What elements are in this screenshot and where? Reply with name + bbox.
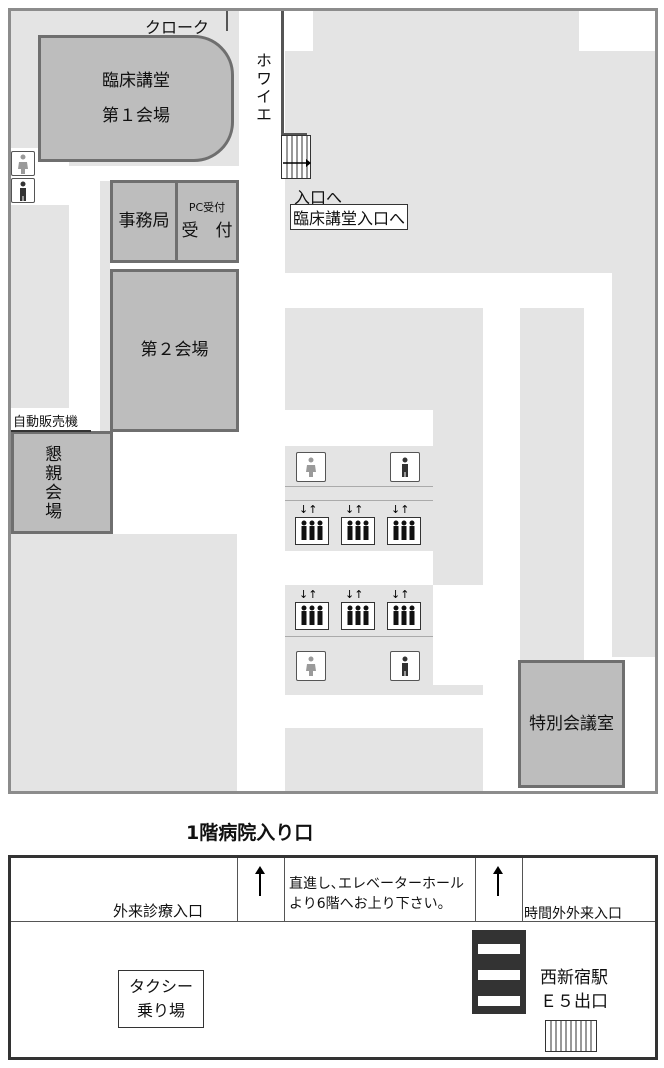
hall1-label: 臨床講堂: [102, 71, 170, 92]
central-block-lower: [285, 685, 483, 695]
special-meeting-room: 特別会議室: [518, 660, 625, 788]
elevator-icon: ↓↑: [341, 587, 375, 631]
lounge-label: 懇親会場: [41, 444, 62, 521]
station-exit-label: 西新宿駅 Ｅ５出口: [540, 966, 608, 1014]
outpatient-entrance-label: 外来診療入口: [113, 902, 204, 920]
floor1-title: 1階病院入り口: [186, 822, 314, 844]
wall: [281, 133, 307, 135]
hall1-sublabel: 第１会場: [102, 105, 170, 126]
divider: [522, 858, 523, 921]
restroom-female-icon: [296, 651, 326, 681]
elevator-icon: ↓↑: [295, 587, 329, 631]
special-room-label: 特別会議室: [529, 713, 614, 734]
lounge-room: 懇親会場: [11, 431, 113, 534]
wall: [281, 11, 284, 135]
left-column: [100, 181, 110, 531]
up-arrow-icon: [490, 866, 506, 900]
elevator-icon: ↓↑: [387, 587, 421, 631]
stairs-icon: [281, 135, 311, 179]
to-entrance-label: 入口へ: [294, 188, 343, 207]
central-block-top: [285, 308, 483, 410]
pc-reception-label: PC受付: [188, 201, 226, 215]
svg-text:↓↑: ↓↑: [345, 588, 363, 601]
elevator-icon: ↓↑: [341, 502, 375, 546]
stairs-icon: [545, 1020, 597, 1052]
right-upper-block: [285, 51, 612, 273]
restroom-female-icon: [296, 452, 326, 482]
taxi-label-line1: タクシー: [128, 977, 193, 996]
taxi-stand: タクシー 乗り場: [118, 970, 204, 1028]
central-block-right: [433, 410, 483, 585]
svg-text:↓↑: ↓↑: [391, 503, 409, 516]
office-label: 事務局: [118, 211, 170, 232]
station-label-line2: Ｅ５出口: [540, 992, 608, 1012]
vending-label: 自動販売機: [13, 415, 79, 430]
restroom-female-icon: [11, 151, 35, 176]
svg-text:↓↑: ↓↑: [345, 503, 363, 516]
right-column: [520, 308, 584, 660]
reception-room: PC受付 受 付: [175, 180, 239, 263]
hall-divider: [285, 500, 433, 501]
station-label-line1: 西新宿駅: [540, 968, 608, 988]
after-hours-entrance-label: 時間外外来入口: [524, 906, 622, 922]
lower-left-area: [11, 534, 237, 791]
svg-text:↓↑: ↓↑: [391, 588, 409, 601]
to-lecture-entrance-label: 臨床講堂入口へ: [290, 204, 409, 230]
hall2-label: 第２会場: [140, 340, 209, 361]
vending-area: 自動販売機: [11, 408, 91, 432]
left-strip-lower: [11, 205, 69, 408]
elevator-icon: ↓↑: [387, 502, 421, 546]
up-arrow-icon: [252, 866, 268, 900]
restroom-male-icon: [11, 178, 35, 203]
divider: [237, 858, 238, 921]
restroom-male-icon: [390, 452, 420, 482]
clinical-lecture-hall-1: 臨床講堂 第１会場: [38, 35, 234, 162]
divider: [284, 858, 285, 921]
hall-divider: [285, 486, 433, 487]
divider: [11, 921, 655, 922]
right-edge: [612, 51, 655, 657]
elevator-icon: ↓↑: [295, 502, 329, 546]
wall: [226, 11, 228, 31]
stairs-icon: [472, 930, 526, 1014]
cloakroom-label: クローク: [145, 18, 210, 37]
foyer-label: ホワイエ: [253, 52, 272, 124]
divider: [475, 858, 476, 921]
upper-right-area: [313, 11, 579, 51]
svg-text:↓↑: ↓↑: [299, 503, 317, 516]
central-block-bottom: [285, 728, 483, 791]
restroom-male-icon: [390, 651, 420, 681]
svg-text:↓↑: ↓↑: [299, 588, 317, 601]
hall-divider: [285, 636, 433, 637]
instruction-line1: 直進し､エレベーターホール: [289, 876, 464, 892]
office-room: 事務局: [110, 180, 178, 263]
taxi-label-line2: 乗り場: [136, 1001, 185, 1020]
instruction-line2: より6階へお上り下さい。: [289, 896, 452, 912]
reception-label: 受 付: [181, 220, 233, 241]
hall-2: 第２会場: [110, 269, 239, 432]
